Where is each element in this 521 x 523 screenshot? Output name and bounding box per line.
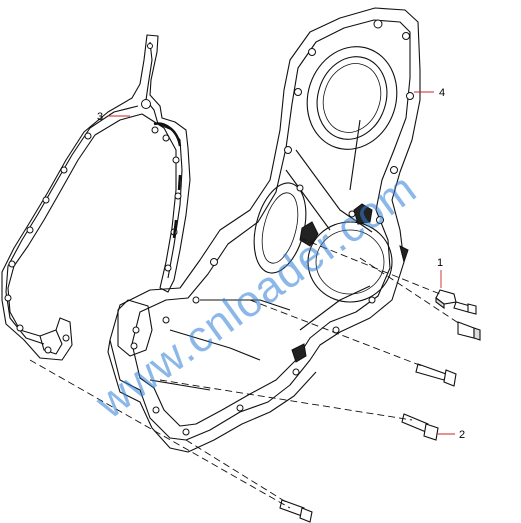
bolt-bottom (279, 499, 313, 523)
gasket-inner-edge (145, 41, 183, 279)
gasket-notch (39, 329, 63, 355)
gasket-seal-bead (153, 122, 182, 239)
gasket-bolt-holes (4, 43, 182, 354)
housing-lower-bore (307, 221, 393, 303)
callout-2: 2 (459, 429, 465, 441)
gear-housing (107, 7, 421, 453)
bolt-part-1 (435, 289, 477, 315)
bolt-long-2 (415, 363, 457, 387)
housing-flange-edge (107, 339, 317, 453)
housing-left-boss (117, 299, 153, 357)
housing-inner-rim (131, 19, 411, 427)
housing-rib-4 (200, 299, 291, 311)
housing-rib-7 (299, 285, 371, 331)
housing-rib-2 (285, 169, 331, 231)
callout-4: 4 (439, 87, 445, 99)
housing-rib-3 (349, 119, 361, 191)
housing-outline (109, 7, 421, 441)
callout-1: 1 (437, 257, 443, 269)
housing-mounting-holes (130, 19, 414, 436)
gasket-outer-edge (1, 34, 191, 361)
gasket-inner-edge-2 (5, 105, 139, 345)
bolt-part-2 (401, 413, 439, 441)
assembly-lines (29, 237, 461, 509)
housing-rib-5 (169, 329, 261, 361)
housing-upper-bore (306, 46, 398, 150)
gasket (1, 34, 191, 361)
bolt-long-1 (457, 321, 481, 341)
callout-3: 3 (97, 111, 103, 123)
housing-rib-6 (149, 379, 211, 391)
callout-leaders (108, 91, 455, 435)
housing-rib-1 (295, 149, 373, 233)
